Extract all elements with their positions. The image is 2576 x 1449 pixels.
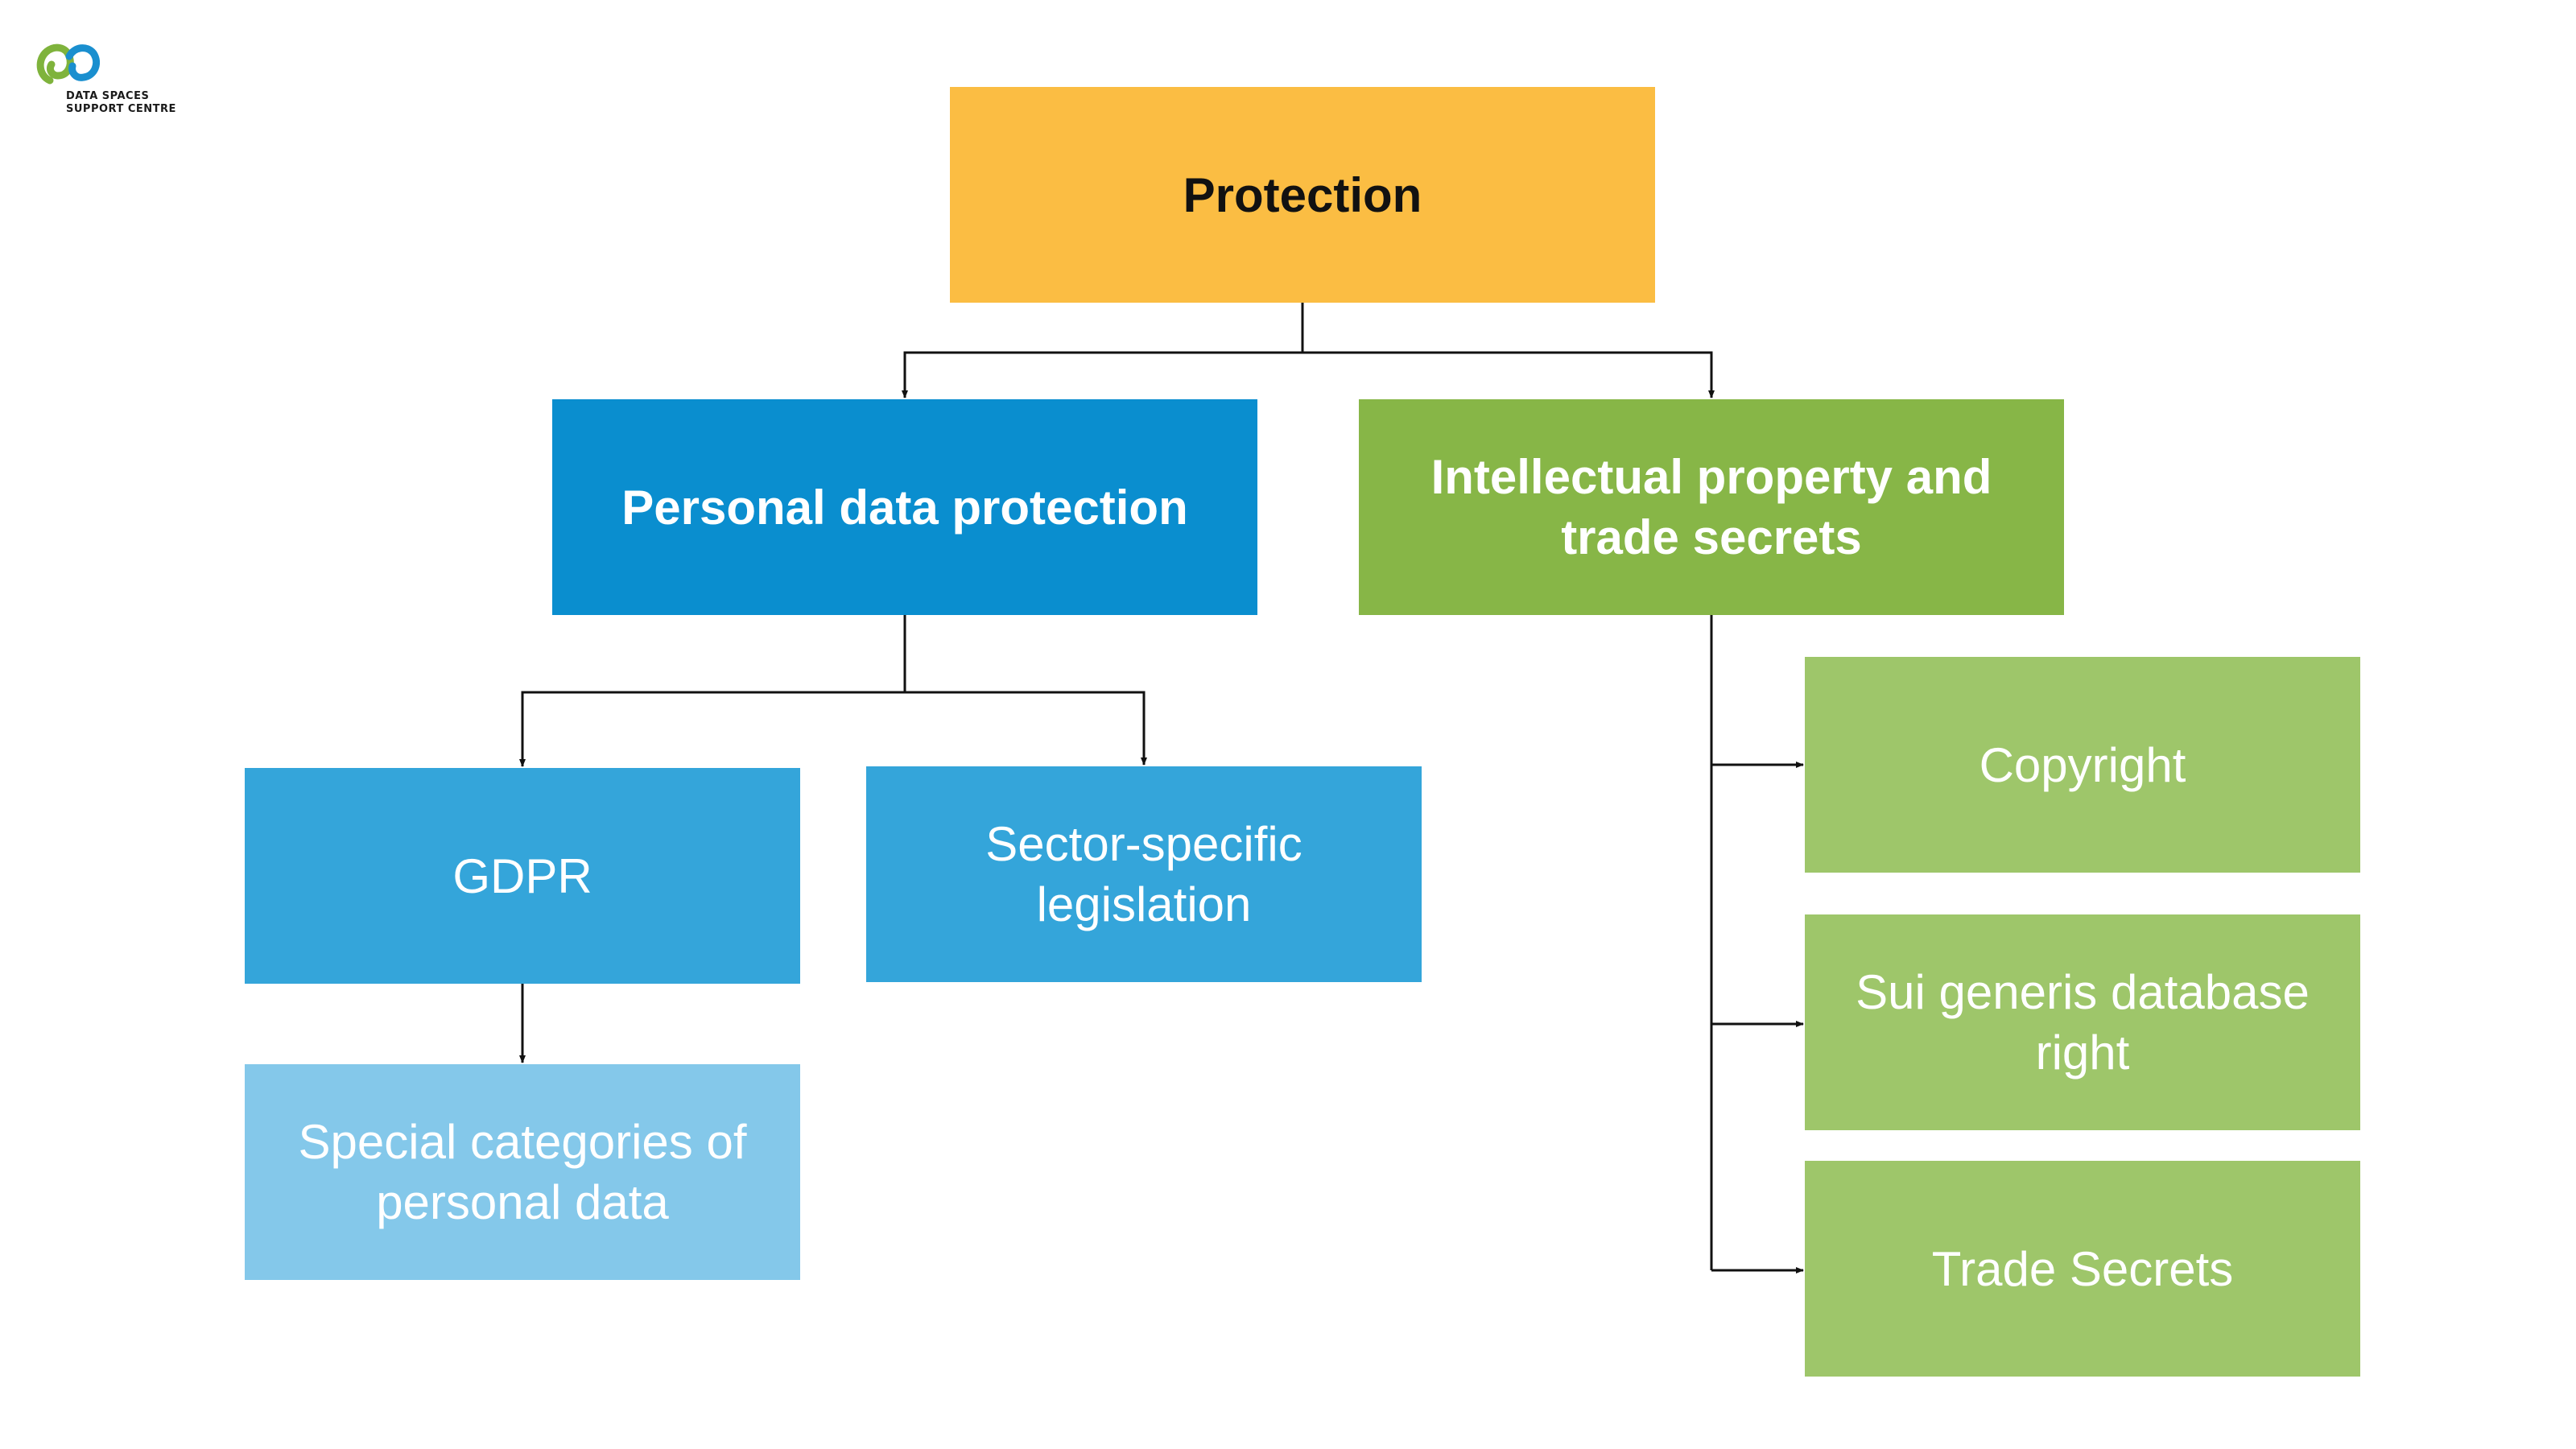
node-personal-data-protection-label: Personal data protection <box>621 480 1188 535</box>
node-special-categories-line-2: personal data <box>376 1175 669 1229</box>
node-intellectual-property-line-2: trade secrets <box>1561 510 1862 564</box>
node-intellectual-property-line-1: Intellectual property and <box>1430 450 1992 504</box>
node-intellectual-property-text: Intellectual property and trade secrets <box>1431 447 1992 568</box>
node-trade-secrets: Trade Secrets <box>1805 1161 2360 1377</box>
node-sector-specific-line-2: legislation <box>1036 877 1252 931</box>
node-trade-secrets-label: Trade Secrets <box>1931 1241 2234 1296</box>
node-protection-label: Protection <box>1183 167 1422 222</box>
logo-line-1: DATA SPACES <box>66 90 150 102</box>
node-protection: Protection <box>950 87 1655 303</box>
node-special-categories: Special categories of personal data <box>245 1064 800 1280</box>
logo-mark-icon <box>36 43 100 85</box>
node-special-categories-line-1: Special categories of <box>298 1115 747 1169</box>
node-intellectual-property: Intellectual property and trade secrets <box>1359 399 2064 615</box>
connector-personal-to-gdpr <box>519 691 905 767</box>
node-sector-specific-text: Sector-specific legislation <box>985 814 1302 935</box>
node-sui-generis-line-2: right <box>2035 1026 2130 1080</box>
node-sector-specific-legislation: Sector-specific legislation <box>866 766 1422 982</box>
logo-line-2: SUPPORT CENTRE <box>66 103 176 115</box>
data-spaces-support-centre-logo: DATA SPACES SUPPORT CENTRE <box>35 39 196 127</box>
connector-root-to-ip <box>1302 351 1715 398</box>
node-gdpr: GDPR <box>245 768 800 984</box>
node-gdpr-label: GDPR <box>452 848 592 903</box>
node-sui-generis-line-1: Sui generis database <box>1856 965 2310 1019</box>
node-copyright-label: Copyright <box>1979 737 2186 792</box>
node-copyright: Copyright <box>1805 657 2360 873</box>
node-sui-generis-text: Sui generis database right <box>1856 962 2310 1083</box>
node-personal-data-protection: Personal data protection <box>552 399 1257 615</box>
logo-text: DATA SPACES SUPPORT CENTRE <box>66 90 176 116</box>
node-sector-specific-line-1: Sector-specific <box>985 817 1302 871</box>
node-special-categories-text: Special categories of personal data <box>299 1112 747 1232</box>
node-sui-generis-database-right: Sui generis database right <box>1805 914 2360 1130</box>
connector-root-to-personal <box>902 351 1302 398</box>
connector-personal-to-sector <box>905 691 1147 766</box>
